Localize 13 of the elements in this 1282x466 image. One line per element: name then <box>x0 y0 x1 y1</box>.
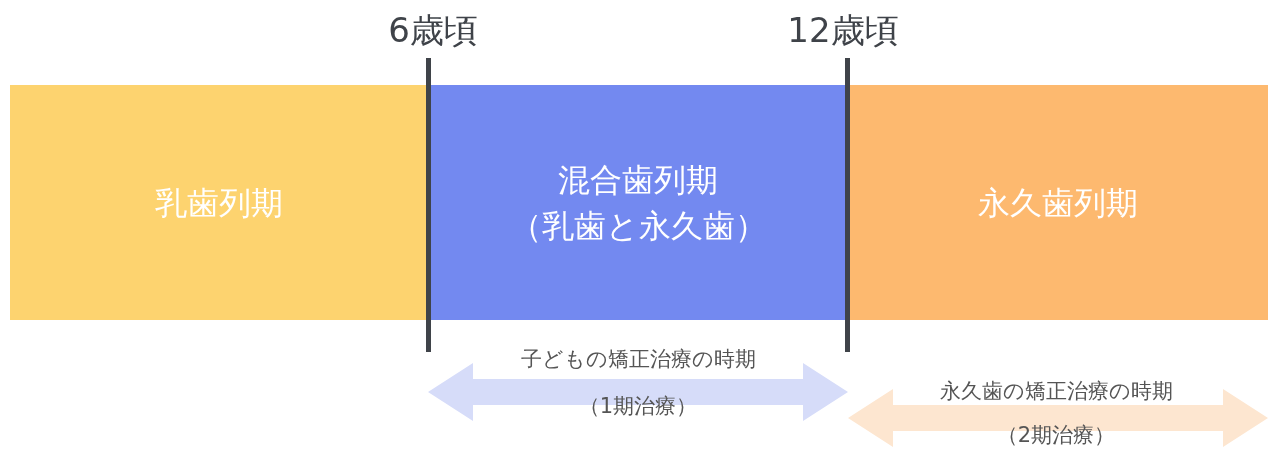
band-text: 乳歯列期 <box>155 182 283 224</box>
period-label: 永久歯の矯正治療の時期 <box>939 380 1173 402</box>
age-label: 12歳頃 <box>787 13 899 47</box>
band-text: （乳歯と永久歯） <box>509 205 767 247</box>
band-text: 混合歯列期 <box>558 159 718 201</box>
period-label: （2期治療） <box>996 424 1116 446</box>
band-text: 永久歯列期 <box>978 182 1138 224</box>
period-band <box>10 85 428 320</box>
age-label: 6歳頃 <box>388 13 478 47</box>
period-label: （1期治療） <box>578 395 698 417</box>
period-band <box>428 85 848 320</box>
period-band <box>848 85 1268 320</box>
period-label: 子どもの矯正治療の時期 <box>520 348 756 370</box>
